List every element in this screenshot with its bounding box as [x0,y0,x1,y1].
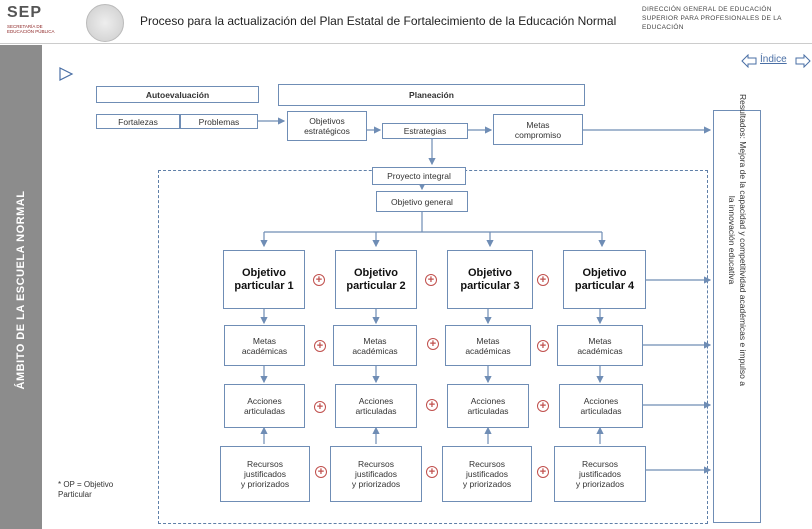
plus-icon: + [315,466,327,478]
objetivo-particular-3: Objetivo particular 3 [447,250,533,309]
plus-icon: + [314,401,326,413]
estrategias-box: Estrategias [382,123,468,139]
metas-academicas-1: Metas académicas [224,325,305,366]
results-box [713,110,761,523]
metas-academicas-2: Metas académicas [333,325,417,366]
line-distribution [264,212,602,233]
metas-compromiso-box: Metas compromiso [493,114,583,145]
planeacion-box: Planeación [278,84,585,106]
sidebar [0,45,42,529]
objetivo-general-box: Objetivo general [376,191,468,212]
play-icon[interactable] [58,66,74,82]
plus-icon: + [537,400,549,412]
footnote: * OP = Objetivo Particular [58,480,114,499]
fortalezas-box: Fortalezas [96,114,180,129]
acciones-articuladas-3: Acciones articuladas [447,384,529,428]
acciones-articuladas-2: Acciones articuladas [335,384,417,428]
plus-icon: + [537,340,549,352]
recursos-1: Recursos justificados y priorizados [220,446,310,502]
index-link[interactable]: Índice [760,54,787,65]
organization-name: DIRECCIÓN GENERAL DE EDUCACIÓN SUPERIOR … [642,6,782,31]
objetivo-particular-1: Objetivo particular 1 [223,250,305,309]
plus-icon: + [537,274,549,286]
problemas-box: Problemas [180,114,258,129]
sep-logo: SEP [7,4,43,21]
objetivo-particular-4: Objetivo particular 4 [563,250,646,309]
autoevaluacion-box: Autoevaluación [96,86,259,103]
plus-icon: + [426,466,438,478]
national-seal-icon [86,4,124,42]
plus-icon: + [313,274,325,286]
metas-academicas-4: Metas académicas [557,325,643,366]
header-divider [0,43,812,44]
acciones-articuladas-4: Acciones articuladas [559,384,643,428]
plus-icon: + [425,274,437,286]
recursos-4: Recursos justificados y priorizados [554,446,646,502]
acciones-articuladas-1: Acciones articuladas [224,384,305,428]
plus-icon: + [427,338,439,350]
metas-academicas-3: Metas académicas [445,325,531,366]
recursos-2: Recursos justificados y priorizados [330,446,422,502]
arrow-right-icon[interactable] [795,54,811,68]
objetivo-particular-2: Objetivo particular 2 [335,250,417,309]
plus-icon: + [537,466,549,478]
arrow-left-icon[interactable] [741,54,757,68]
objetivos-estrategicos-box: Objetivos estratégicos [287,111,367,141]
plus-icon: + [426,399,438,411]
page-title: Proceso para la actualización del Plan E… [140,14,617,28]
plus-icon: + [314,340,326,352]
sep-logo-subtext: SECRETARÍA DE EDUCACIÓN PÚBLICA [7,24,55,34]
recursos-3: Recursos justificados y priorizados [442,446,532,502]
proyecto-integral-box: Proyecto integral [372,167,466,185]
